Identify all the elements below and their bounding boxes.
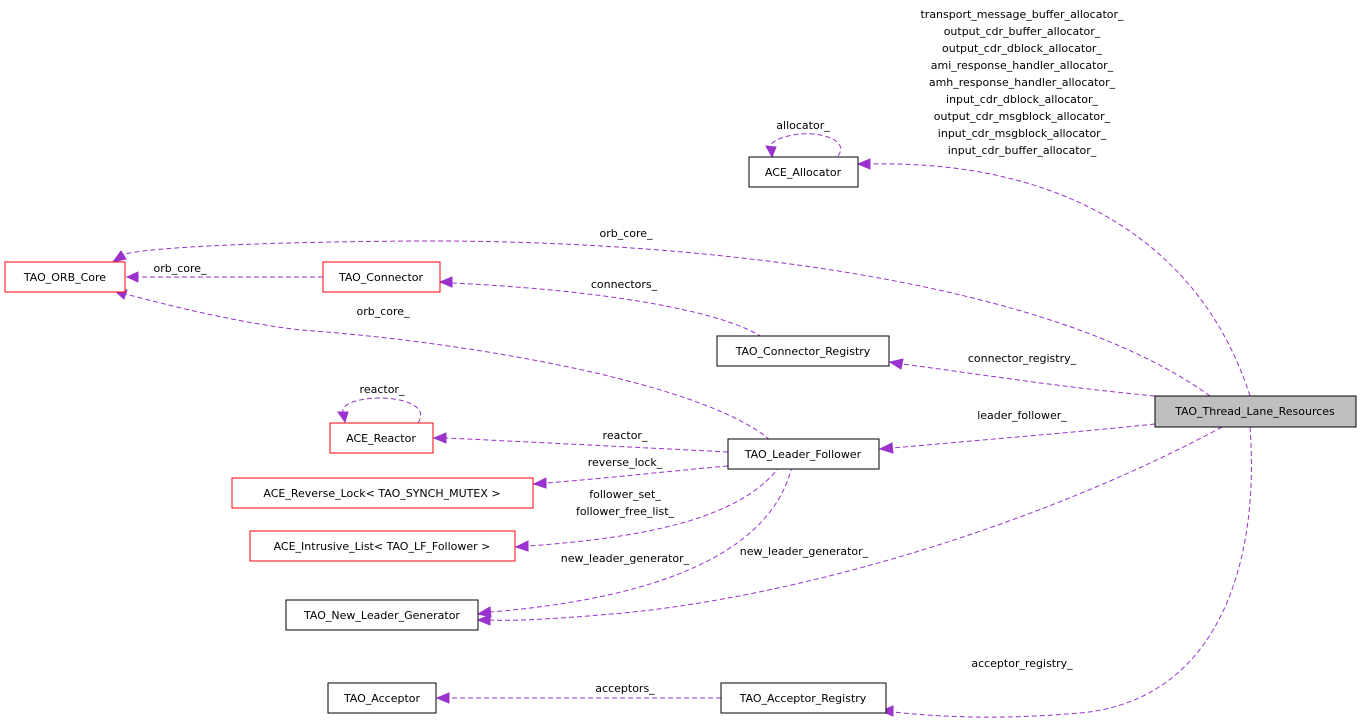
edge-label-leader-follower: leader_follower_ [977,409,1067,422]
edge-label-reactor-self: reactor_ [360,383,405,396]
node-label: TAO_Acceptor_Registry [739,692,867,705]
edge-label-lf-new-leader-generator: new_leader_generator_ [561,552,690,565]
edge-label-allocator-self: allocator_ [776,119,830,132]
edge-label-allocator-7: input_cdr_msgblock_allocator_ [938,127,1107,140]
allocator-labels: transport_message_buffer_allocator_ outp… [920,8,1124,157]
edge-label-acceptor-registry: acceptor_registry_ [971,657,1073,670]
edge-leader-follower [878,423,1156,454]
edge-label-tlr-new-leader-generator: new_leader_generator_ [740,545,869,558]
node-label: TAO_ORB_Core [23,271,106,284]
edge-label-allocator-5: input_cdr_dblock_allocator_ [946,93,1098,106]
edge-connector-registry [888,358,1156,397]
edge-label-allocator-1: output_cdr_buffer_allocator_ [944,25,1101,38]
edge-allocator-self [765,133,842,159]
edge-acceptor-registry [879,426,1252,718]
edge-reactor [432,432,729,453]
node-acceptor-registry[interactable]: TAO_Acceptor_Registry [720,682,887,714]
edge-label-allocator-3: ami_response_handler_allocator_ [931,59,1114,72]
node-thread-lane-resources[interactable]: TAO_Thread_Lane_Resources [1154,395,1357,428]
edge-label-connector-orb-core: orb_core_ [153,262,207,275]
node-label: ACE_Reactor [346,432,416,445]
edge-label-tlr-orb-core: orb_core_ [599,227,653,240]
node-label: TAO_Connector [338,271,424,284]
node-ace-allocator[interactable]: ACE_Allocator [748,156,859,188]
node-connector[interactable]: TAO_Connector [322,261,441,293]
edge-label-connector-registry: connector_registry_ [968,352,1077,365]
edge-acceptors [435,692,721,704]
node-label: TAO_New_Leader_Generator [303,609,460,622]
node-new-leader-generator[interactable]: TAO_New_Leader_Generator [285,599,479,631]
node-label: ACE_Reverse_Lock< TAO_SYNCH_MUTEX > [263,487,500,500]
edge-label-allocator-0: transport_message_buffer_allocator_ [920,8,1124,21]
edge-label-allocator-8: input_cdr_buffer_allocator_ [948,144,1097,157]
node-intrusive-list[interactable]: ACE_Intrusive_List< TAO_LF_Follower > [249,530,516,562]
node-label: ACE_Intrusive_List< TAO_LF_Follower > [274,540,491,553]
edge-reactor-self [337,397,422,424]
node-reverse-lock[interactable]: ACE_Reverse_Lock< TAO_SYNCH_MUTEX > [231,477,534,509]
edge-tlr-orb-core [111,240,1211,397]
edge-label-follower-set: follower_set_ [589,488,661,501]
edge-follower-lists [514,465,781,552]
edge-tlr-new-leader-generator [476,426,1223,626]
edge-reverse-lock [532,465,729,489]
edge-label-connectors: connectors_ [591,278,658,291]
edge-label-allocator-4: amh_response_handler_allocator_ [929,76,1116,89]
edge-label-allocator-2: output_cdr_dblock_allocator_ [942,42,1102,55]
node-label: TAO_Thread_Lane_Resources [1174,405,1335,418]
edge-lf-orb-core [113,289,771,441]
edge-label-allocator-6: output_cdr_msgblock_allocator_ [934,110,1111,123]
edge-label-reactor: reactor_ [603,429,648,442]
edge-lf-new-leader-generator [476,465,793,618]
edge-label-follower-free-list: follower_free_list_ [576,505,675,518]
edge-connector-orb-core [125,271,323,283]
node-connector-registry[interactable]: TAO_Connector_Registry [716,335,890,367]
edge-connectors [438,276,763,338]
node-ace-reactor[interactable]: ACE_Reactor [329,422,434,454]
node-orb-core[interactable]: TAO_ORB_Core [4,261,126,293]
node-leader-follower[interactable]: TAO_Leader_Follower [727,438,880,470]
node-label: ACE_Allocator [765,166,842,179]
edge-label-reverse-lock: reverse_lock_ [588,456,663,469]
edge-label-acceptors: acceptors_ [595,682,655,695]
edge-label-lf-orb-core: orb_core_ [356,305,410,318]
node-label: TAO_Connector_Registry [735,345,871,358]
node-acceptor[interactable]: TAO_Acceptor [327,682,437,714]
edge-allocators [856,158,1251,397]
node-label: TAO_Acceptor [343,692,421,705]
node-label: TAO_Leader_Follower [744,448,862,461]
